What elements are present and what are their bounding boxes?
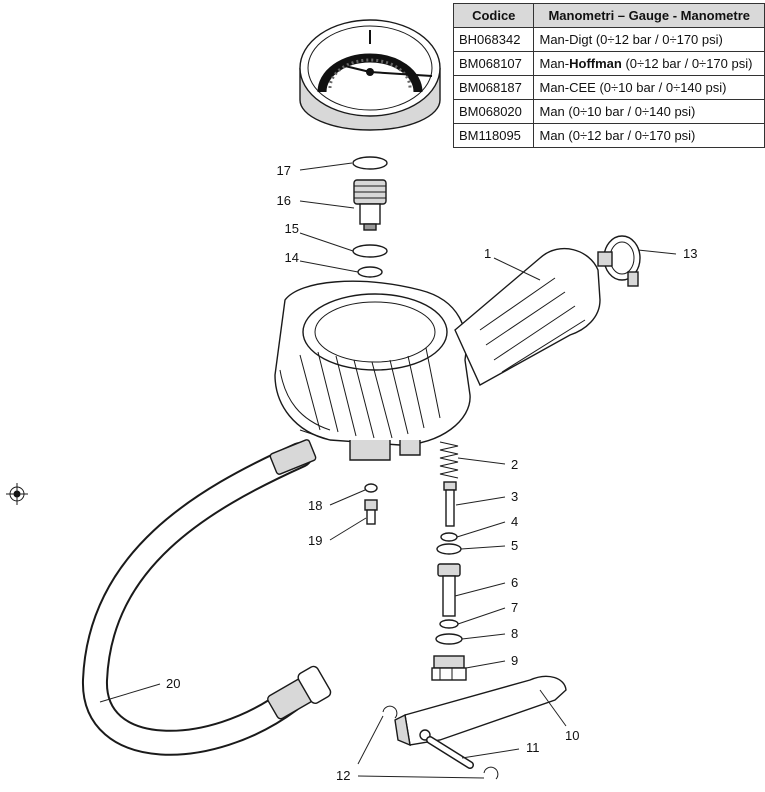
callout-12: 12 [336,768,350,783]
description-cell: Man-CEE (0÷10 bar / 0÷140 psi) [533,75,765,100]
description-cell: Man-Digt (0÷12 bar / 0÷170 psi) [533,27,765,52]
table-row: BH068342 Man-Digt (0÷12 bar / 0÷170 psi) [452,27,765,52]
callout-7: 7 [511,600,518,615]
e-clip-12b [483,766,499,780]
callout-9: 9 [511,653,518,668]
screw-19 [364,499,378,525]
column-header-gauge: Manometri – Gauge - Manometre [533,3,765,28]
description-text: Man (0÷12 bar / 0÷170 psi) [539,128,696,143]
callout-16: 16 [277,193,291,208]
o-ring-17 [352,156,388,170]
callout-3: 3 [511,489,518,504]
gun-body-1 [274,247,601,461]
o-ring-14 [357,266,383,278]
spring-2 [439,441,459,479]
hose-20 [81,439,332,756]
o-ring-5 [436,543,462,555]
callout-13: 13 [683,246,697,261]
hanger-clip-13 [597,235,641,287]
table-row: BM068107 Man-Hoffman (0÷12 bar / 0÷170 p… [452,51,765,76]
callout-4: 4 [511,514,518,529]
code-cell: BH068342 [452,27,535,52]
table-header-row: Codice Manometri – Gauge - Manometre [452,3,765,28]
callout-10: 10 [565,728,579,743]
code-cell: BM068107 [452,51,535,76]
table-row: BM118095 Man (0÷12 bar / 0÷170 psi) [452,123,765,148]
callout-2: 2 [511,457,518,472]
callout-19: 19 [308,533,322,548]
washer-8 [435,633,463,645]
pin-11 [426,736,474,769]
callout-1: 1 [484,246,491,261]
code-cell: BM068187 [452,75,535,100]
o-ring-7 [439,619,459,629]
gauge-codes-table: Codice Manometri – Gauge - Manometre BH0… [452,3,765,148]
nut-9 [431,655,467,681]
callout-17: 17 [277,163,291,178]
washer-15 [352,244,388,258]
registration-mark-icon [6,483,28,505]
callout-6: 6 [511,575,518,590]
column-header-code: Codice [452,3,535,28]
description-text: Man (0÷10 bar / 0÷140 psi) [539,104,696,119]
adapter-16 [353,179,387,231]
valve-seat-6 [437,563,461,617]
callout-11: 11 [526,740,540,755]
description-text: Man-Digt (0÷12 bar / 0÷170 psi) [539,32,723,47]
description-cell: Man (0÷10 bar / 0÷140 psi) [533,99,765,124]
valve-stem-3 [443,481,457,527]
description-text: Man-CEE (0÷10 bar / 0÷140 psi) [539,80,727,95]
leader-lines [99,162,677,779]
table-row: BM068020 Man (0÷10 bar / 0÷140 psi) [452,99,765,124]
description-bold-text: Hoffman [569,56,622,71]
pressure-gauge [299,19,441,131]
description-cell: Man (0÷12 bar / 0÷170 psi) [533,123,765,148]
callout-18: 18 [308,498,322,513]
trigger-lever-10 [394,675,567,747]
callout-14: 14 [285,250,299,265]
description-suffix-text: (0÷12 bar / 0÷170 psi) [621,56,753,71]
e-clip-12a [382,705,398,719]
callout-15: 15 [285,221,299,236]
callout-20: 20 [166,676,180,691]
washer-18 [364,483,378,493]
callout-5: 5 [511,538,518,553]
o-ring-4 [440,532,458,542]
description-text: Man- [539,56,570,71]
code-cell: BM118095 [452,123,535,148]
code-cell: BM068020 [452,99,535,124]
callout-8: 8 [511,626,518,641]
table-row: BM068187 Man-CEE (0÷10 bar / 0÷140 psi) [452,75,765,100]
description-cell: Man-Hoffman (0÷12 bar / 0÷170 psi) [533,51,765,76]
